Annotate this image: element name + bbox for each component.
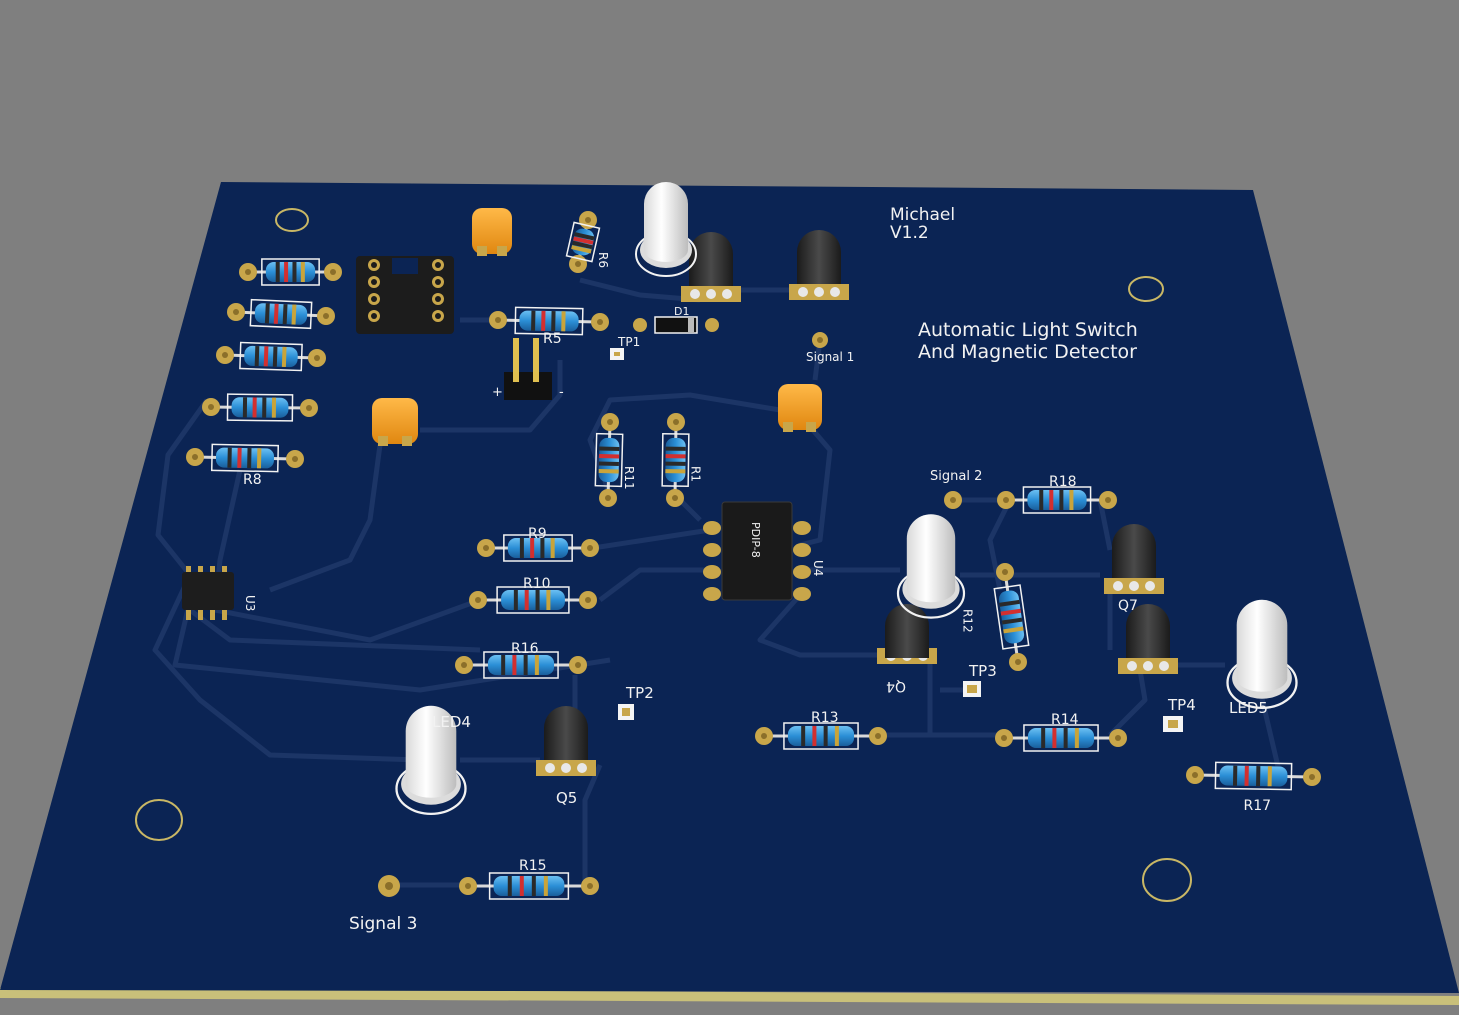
mounting-hole xyxy=(1128,276,1164,302)
led4-label: LED4 xyxy=(432,713,471,731)
led xyxy=(1226,599,1298,710)
signal2-label: Signal 2 xyxy=(930,469,982,484)
capacitors xyxy=(372,208,822,446)
r8-label: R8 xyxy=(243,472,262,488)
diode-d1: D1 xyxy=(633,305,719,334)
mounting-hole xyxy=(135,799,183,841)
capacitor xyxy=(372,398,418,446)
r5-label: R5 xyxy=(543,331,562,347)
pin-header-2: + - xyxy=(492,338,564,400)
transistor xyxy=(536,706,596,776)
resistor xyxy=(216,341,326,372)
ic-socket-8pin xyxy=(356,256,454,334)
r6-label: R6 xyxy=(596,252,610,268)
resistor xyxy=(227,298,335,330)
tp3-label: TP3 xyxy=(968,662,997,680)
q4-label: Q4 xyxy=(886,678,906,694)
signal3-label: Signal 3 xyxy=(349,914,417,934)
resistor: R1 xyxy=(661,413,703,507)
resistor: R14 xyxy=(995,712,1127,752)
resistor xyxy=(202,393,318,422)
q5-label: Q5 xyxy=(556,789,577,807)
leds xyxy=(395,182,1298,816)
r14-label: R14 xyxy=(1051,712,1079,728)
pdip-label: PDIP-8 xyxy=(749,522,762,558)
r13-label: R13 xyxy=(811,710,839,726)
ic-u3-soic: U3 xyxy=(182,566,257,620)
resistor: R17 xyxy=(1186,761,1321,814)
r10-label: R10 xyxy=(523,576,551,592)
transistor xyxy=(1118,604,1178,674)
capacitor xyxy=(778,384,822,432)
resistor: R13 xyxy=(755,710,887,750)
ic-u4-pdip8: PDIP-8 U4 xyxy=(703,501,825,601)
r12-label: R12 xyxy=(961,609,975,633)
r9-label: R9 xyxy=(528,526,547,542)
resistor: R5 xyxy=(489,306,609,347)
version-text: V1.2 xyxy=(890,223,929,243)
resistor: R9 xyxy=(477,526,599,562)
transistors xyxy=(536,230,1178,776)
silkscreen-labels: TP1 Signal 1 Signal 2 Signal 3 TP2 TP3 T… xyxy=(349,335,1268,934)
led xyxy=(395,705,467,816)
r1-label: R1 xyxy=(689,466,703,482)
r15-label: R15 xyxy=(519,858,547,874)
mounting-hole xyxy=(1142,858,1192,902)
r16-label: R16 xyxy=(511,641,539,657)
plus-sign: + xyxy=(492,385,503,400)
board-title-line1: Automatic Light Switch xyxy=(918,319,1138,341)
transistor xyxy=(1104,524,1164,594)
u4-label: U4 xyxy=(811,560,825,576)
r11-label: R11 xyxy=(622,466,636,490)
board-edge xyxy=(0,988,1459,1005)
resistor: R16 xyxy=(455,641,587,679)
mounting-holes xyxy=(135,208,1192,902)
resistor: R15 xyxy=(459,858,599,900)
led xyxy=(896,514,966,619)
resistor xyxy=(239,258,342,286)
resistor: R18 xyxy=(997,474,1117,514)
board-title-line2: And Magnetic Detector xyxy=(918,341,1137,363)
test-points xyxy=(378,332,1183,897)
mounting-hole xyxy=(275,208,309,232)
author-text: Michael xyxy=(890,205,955,225)
resistor: R8 xyxy=(186,443,304,488)
r17-label: R17 xyxy=(1244,798,1272,814)
resistor: R6 xyxy=(565,211,610,273)
u3-label: U3 xyxy=(243,595,257,611)
capacitor xyxy=(472,208,512,256)
tp4-label: TP4 xyxy=(1167,696,1196,714)
tp2-label: TP2 xyxy=(625,684,654,702)
resistor: R10 xyxy=(469,576,597,614)
transistor xyxy=(681,232,741,302)
transistor xyxy=(789,230,849,300)
led xyxy=(635,182,697,277)
transistor xyxy=(877,604,937,664)
minus-sign: - xyxy=(559,385,564,400)
signal1-label: Signal 1 xyxy=(806,350,854,364)
tp1-label: TP1 xyxy=(617,335,640,349)
d1-label: D1 xyxy=(674,305,689,318)
led5-label: LED5 xyxy=(1229,699,1268,717)
r18-label: R18 xyxy=(1049,474,1077,490)
q7-label: Q7 xyxy=(1118,598,1138,614)
resistor: R12 xyxy=(961,563,1030,671)
resistor: R11 xyxy=(594,413,636,507)
